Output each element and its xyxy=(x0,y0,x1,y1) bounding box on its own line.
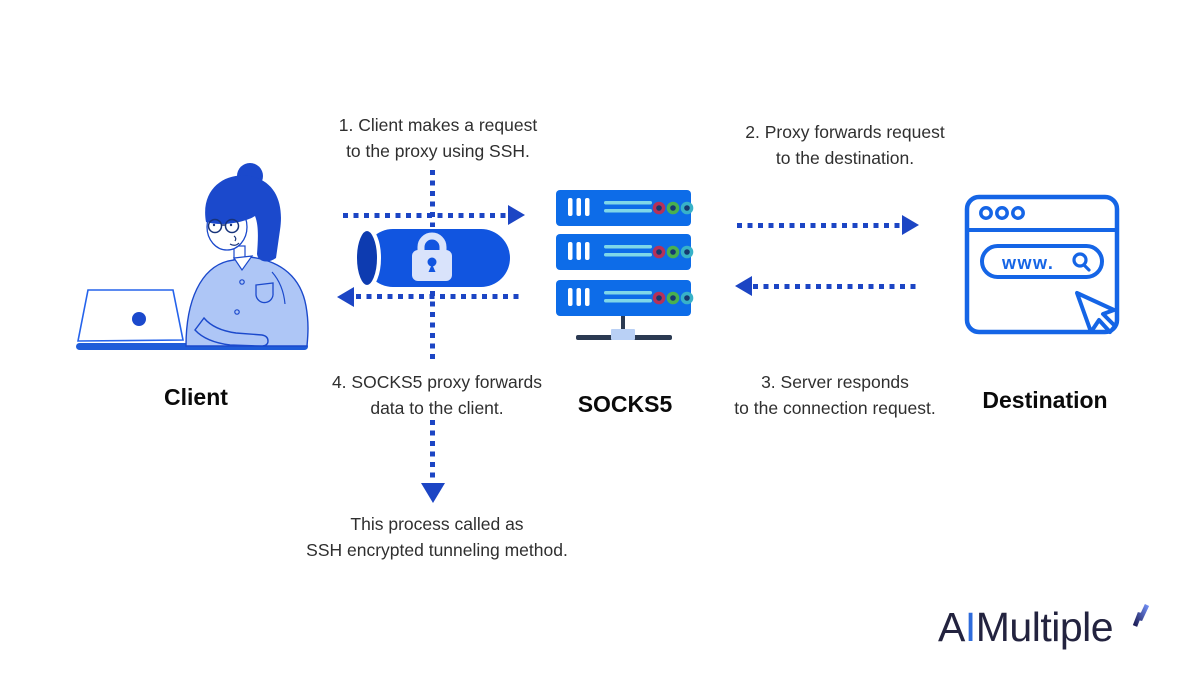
browser-address-text: www. xyxy=(1001,253,1054,273)
destination-browser-icon: www. xyxy=(964,194,1120,335)
down-arrowhead-icon xyxy=(421,483,445,503)
client-to-proxy-arrow xyxy=(343,213,507,218)
cursor-icon xyxy=(1075,291,1117,334)
server-unit xyxy=(556,280,694,316)
left-arrowhead-icon xyxy=(337,287,354,307)
step4-line2: data to the client. xyxy=(370,398,504,418)
search-icon xyxy=(1072,252,1091,272)
logo-flash-icon xyxy=(1132,604,1150,627)
vertical-dotted-line-top xyxy=(430,170,435,227)
step3-line1: 3. Server responds xyxy=(761,372,909,392)
socks5-label: SOCKS5 xyxy=(577,391,673,417)
socks5-server-icon xyxy=(556,190,694,340)
step4-line1: 4. SOCKS5 proxy forwards xyxy=(331,372,543,392)
logo-part-i: I xyxy=(964,604,976,650)
proxy-to-client-arrow xyxy=(356,294,519,299)
process-note: This process called as SSH encrypted tun… xyxy=(282,511,592,563)
right-arrowhead-icon xyxy=(902,215,919,235)
lock-icon xyxy=(412,232,452,281)
logo-part-rest: Multiple xyxy=(975,604,1114,650)
glasses-icon xyxy=(207,218,240,234)
vertical-dotted-line-middle xyxy=(430,291,435,364)
note-line1: This process called as xyxy=(350,514,524,534)
aimultiple-logo: AIMultiple xyxy=(938,604,1178,664)
person-hair xyxy=(205,163,281,262)
client-person-illustration xyxy=(76,163,309,350)
logo-part-a: A xyxy=(938,604,965,650)
left-arrowhead-icon xyxy=(735,276,752,296)
note-line2: SSH encrypted tunneling method. xyxy=(306,540,568,560)
step2-annotation: 2. Proxy forwards request to the destina… xyxy=(715,119,975,171)
step1-annotation: 1. Client makes a request to the proxy u… xyxy=(308,112,568,164)
step4-annotation: 4. SOCKS5 proxy forwards data to the cli… xyxy=(306,369,568,421)
step1-line2: to the proxy using SSH. xyxy=(346,141,530,161)
client-label: Client xyxy=(164,384,228,410)
server-unit xyxy=(556,190,694,226)
laptop-icon xyxy=(77,289,184,342)
server-unit xyxy=(556,234,694,270)
browser-window-dots-icon xyxy=(979,206,1025,220)
destination-label: Destination xyxy=(982,387,1108,413)
ssh-tunnel-icon xyxy=(353,227,510,289)
right-arrowhead-icon xyxy=(508,205,525,225)
step1-line1: 1. Client makes a request xyxy=(338,115,538,135)
step3-annotation: 3. Server responds to the connection req… xyxy=(705,369,965,421)
vertical-dotted-line-bottom xyxy=(430,420,435,483)
proxy-to-destination-arrow xyxy=(737,223,901,228)
step2-line2: to the destination. xyxy=(775,148,915,168)
step2-line1: 2. Proxy forwards request xyxy=(745,122,945,142)
destination-to-proxy-arrow xyxy=(753,284,916,289)
step3-line2: to the connection request. xyxy=(734,398,936,418)
